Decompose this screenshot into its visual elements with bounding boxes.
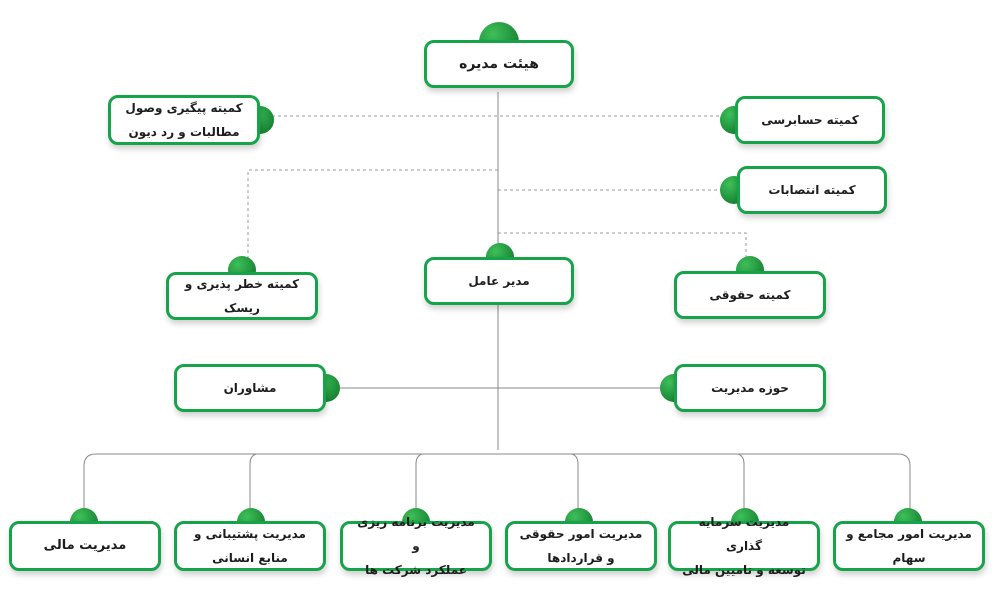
node-legal-affairs-label: مدیریت امور حقوقی و قراردادها xyxy=(519,527,643,565)
line-drop-legal-affairs xyxy=(571,453,579,520)
line-bottom-bus xyxy=(83,453,911,520)
node-board: هیئت مدیره xyxy=(424,40,574,88)
node-support: مدیریت پشتیبانی و منابع انسانی xyxy=(174,521,326,571)
node-legal-affairs: مدیریت امور حقوقی و قراردادها xyxy=(505,521,657,571)
node-advisors: مشاوران xyxy=(174,364,326,412)
line-legal xyxy=(498,232,747,262)
node-planning-label: مدیریت برنامه ریزی و عملکرد شرکت ها xyxy=(357,515,475,577)
node-appointments: کمیته انتصابات xyxy=(737,166,887,214)
node-claims: کمیته پیگیری وصول مطالبات و رد دیون xyxy=(108,95,260,145)
node-ceo: مدیر عامل xyxy=(424,257,574,305)
node-appointments-label: کمیته انتصابات xyxy=(768,183,856,197)
line-drop-planning xyxy=(415,453,423,520)
node-mgmt-office-label: حوزه مدیریت xyxy=(711,381,789,395)
node-planning: مدیریت برنامه ریزی و عملکرد شرکت ها xyxy=(340,515,492,577)
node-audit: کمیته حسابرسی xyxy=(735,96,885,144)
node-advisors-label: مشاوران xyxy=(223,381,277,395)
node-finance-label: مدیریت مالی xyxy=(43,538,127,553)
node-investment-label: مدیریت سرمایه گذاری توسعه و تامیین مالی xyxy=(682,515,806,577)
node-shareholders-label: مدیریت امور مجامع و سهام xyxy=(846,527,972,565)
node-legal-label: کمیته حقوقی xyxy=(709,288,791,302)
line-drop-investment xyxy=(737,453,745,520)
node-investment: مدیریت سرمایه گذاری توسعه و تامیین مالی xyxy=(668,515,820,577)
line-risk xyxy=(247,169,498,262)
node-ceo-label: مدیر عامل xyxy=(468,274,530,288)
node-audit-label: کمیته حسابرسی xyxy=(761,113,859,127)
node-claims-label: کمیته پیگیری وصول مطالبات و رد دیون xyxy=(125,101,243,139)
node-mgmt-office: حوزه مدیریت xyxy=(674,364,826,412)
node-shareholders: مدیریت امور مجامع و سهام xyxy=(833,521,985,571)
node-risk: کمیته خطر پذیری و ریسک xyxy=(166,272,318,320)
node-support-label: مدیریت پشتیبانی و منابع انسانی xyxy=(194,527,306,565)
line-drop-support xyxy=(249,453,257,520)
node-risk-label: کمیته خطر پذیری و ریسک xyxy=(184,277,300,315)
node-legal: کمیته حقوقی xyxy=(674,271,826,319)
node-board-label: هیئت مدیره xyxy=(459,56,539,72)
node-finance: مدیریت مالی xyxy=(9,521,161,571)
